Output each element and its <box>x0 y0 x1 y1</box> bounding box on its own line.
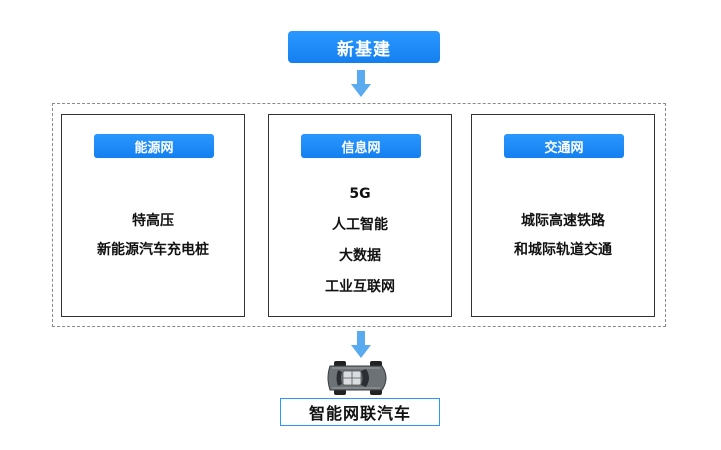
transport-network-items: 城际高速铁路 和城际轨道交通 <box>472 207 654 265</box>
energy-network-item: 新能源汽车充电桩 <box>97 242 209 258</box>
transport-network-item: 和城际轨道交通 <box>514 242 612 258</box>
energy-network-title: 能源网 <box>94 134 214 158</box>
energy-network-item: 特高压 <box>132 213 174 229</box>
information-network-item: 5G <box>349 186 371 202</box>
transport-network-panel: 交通网 城际高速铁路 和城际轨道交通 <box>471 114 655 317</box>
information-network-panel: 信息网 5G 人工智能 大数据 工业互联网 <box>268 114 452 317</box>
arrow-down-icon <box>351 331 371 359</box>
information-network-item: 工业互联网 <box>325 279 395 295</box>
car-top-view-icon <box>324 360 392 396</box>
new-infrastructure-label: 新基建 <box>288 31 440 63</box>
information-network-title: 信息网 <box>301 134 421 158</box>
energy-network-panel: 能源网 特高压 新能源汽车充电桩 <box>61 114 245 317</box>
arrow-down-icon <box>351 70 371 98</box>
information-network-item: 人工智能 <box>332 217 388 233</box>
information-network-item: 大数据 <box>339 248 381 264</box>
energy-network-items: 特高压 新能源汽车充电桩 <box>62 207 244 265</box>
infrastructure-group-frame <box>52 103 666 327</box>
transport-network-item: 城际高速铁路 <box>521 213 605 229</box>
intelligent-connected-vehicle-label: 智能网联汽车 <box>280 398 440 426</box>
transport-network-title: 交通网 <box>504 134 624 158</box>
information-network-items: 5G 人工智能 大数据 工业互联网 <box>269 179 451 303</box>
